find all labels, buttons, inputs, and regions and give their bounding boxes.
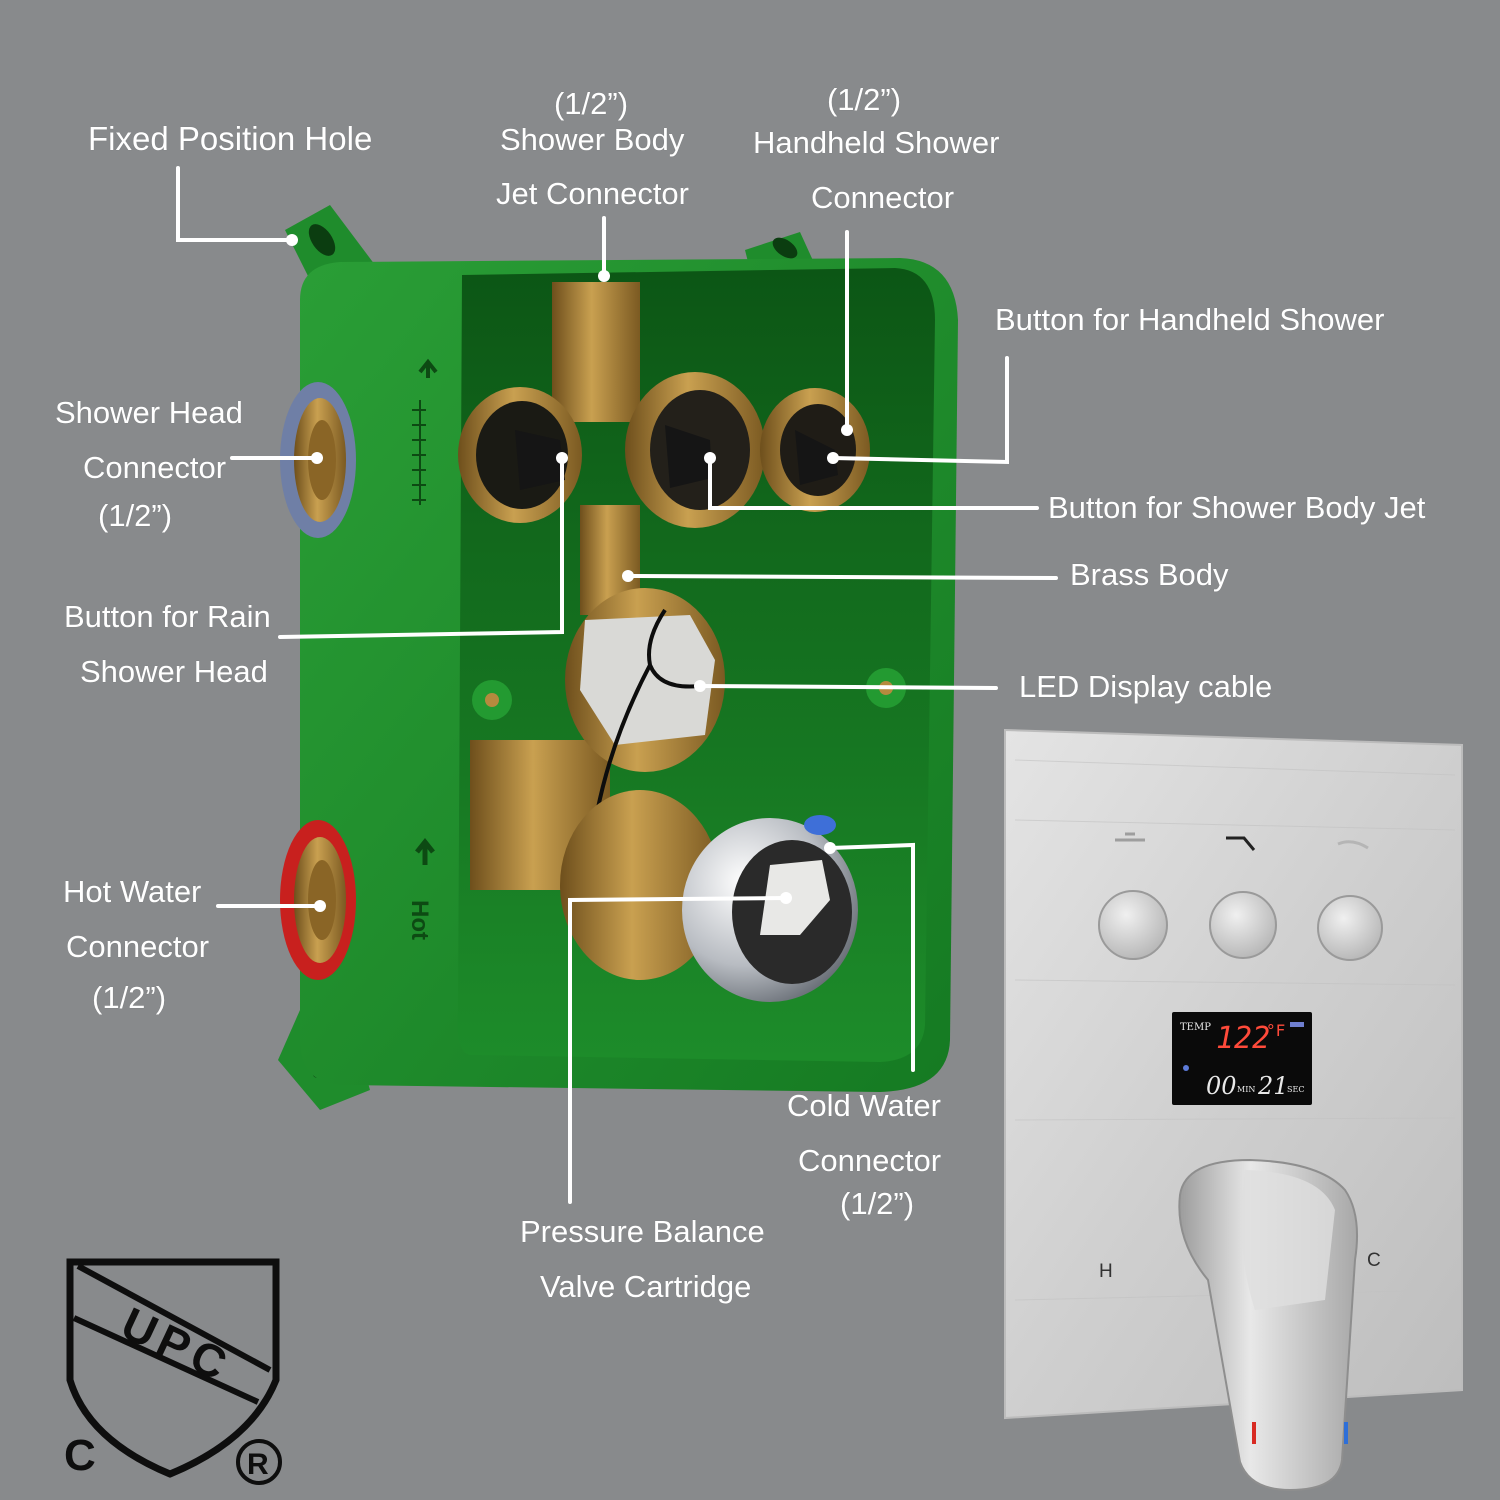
label-fixed-position-hole: Fixed Position Hole <box>88 120 373 157</box>
handheld-shower-icon <box>1337 840 1369 850</box>
pressure-balance-cartridge <box>560 790 858 1002</box>
label-button-rain-line2: Shower Head <box>80 654 268 689</box>
label-pressure-balance-line1: Pressure Balance <box>520 1214 765 1249</box>
label-cold-water-line2: Connector <box>798 1143 942 1178</box>
leader-cold-water <box>828 842 915 1072</box>
hot-mark: H <box>1099 1261 1113 1282</box>
leader-brass-body <box>626 574 1058 580</box>
arrow-up-icon <box>418 358 438 378</box>
label-brass-body: Brass Body <box>1070 557 1229 592</box>
stem-handheld <box>795 430 838 485</box>
label-pressure-balance-line2: Valve Cartridge <box>540 1269 752 1304</box>
label-shower-head-size: (1/2”) <box>98 498 173 533</box>
label-button-rain-line1: Button for Rain <box>64 599 271 634</box>
label-hot-water-size: (1/2”) <box>92 980 167 1015</box>
rain-shower-button[interactable] <box>1098 890 1168 960</box>
stem-body-jet <box>665 425 712 488</box>
registered-text: R <box>247 1448 269 1481</box>
label-hot-water-line2: Connector <box>66 929 210 964</box>
leader-pressure-balance <box>568 896 788 1204</box>
leader-dots <box>286 234 853 912</box>
leader-lines <box>176 166 1058 1204</box>
led-cable-housing <box>565 588 725 889</box>
water-drop-icon <box>1183 1065 1189 1071</box>
display-seconds: 21 <box>1257 1072 1289 1100</box>
registered-circle <box>236 1439 282 1485</box>
label-handheld-line2: Connector <box>811 180 955 215</box>
label-shower-body-jet-line2: Jet Connector <box>496 176 689 211</box>
label-cold-water-line1: Cold Water <box>787 1088 941 1123</box>
leader-fixed-hole <box>176 166 294 242</box>
trim-panel: TEMP 122 °F 00 MIN 21 SEC H C <box>1004 728 1463 1492</box>
label-button-handheld: Button for Handheld Shower <box>995 302 1385 337</box>
upc-c-text: C <box>64 1431 96 1480</box>
label-handheld-size: (1/2”) <box>826 82 902 117</box>
upc-text: UPC <box>114 1297 240 1393</box>
cold-mark: C <box>1367 1250 1381 1271</box>
rain-shower-icon <box>1115 832 1145 842</box>
label-led-cable: LED Display cable <box>1019 669 1273 704</box>
label-button-body-jet: Button for Shower Body Jet <box>1048 490 1426 525</box>
hot-arrow-icon <box>415 837 435 865</box>
box-scale <box>412 400 426 505</box>
display-min-label: MIN <box>1237 1085 1255 1094</box>
hot-water-connector-port <box>280 820 356 980</box>
display-minutes: 00 <box>1206 1072 1237 1100</box>
display-temp-label: TEMP <box>1180 1022 1211 1033</box>
display-sec-label: SEC <box>1287 1085 1304 1094</box>
label-cold-water-size: (1/2”) <box>840 1186 915 1221</box>
brass-valve-body <box>458 282 870 1002</box>
leader-button-body-jet <box>708 456 1039 510</box>
leader-led-cable <box>698 684 998 690</box>
body-jet-button[interactable] <box>1209 891 1277 959</box>
box-hot-marking: Hot <box>406 900 433 940</box>
leader-button-rain <box>278 456 564 639</box>
body-jet-icon <box>1226 836 1256 851</box>
upc-certification-mark: UPC C R <box>64 1258 282 1485</box>
display-temp-unit: °F <box>1266 1021 1285 1040</box>
label-shower-body-jet-line1: Shower Body <box>500 122 685 157</box>
label-hot-water-line1: Hot Water <box>63 874 202 909</box>
display-temp-value: 122 <box>1216 1021 1270 1056</box>
cold-indicator <box>1344 1422 1348 1444</box>
label-handheld-line1: Handheld Shower <box>753 125 1000 160</box>
led-display: TEMP 122 °F 00 MIN 21 SEC <box>1172 1012 1312 1105</box>
lever-handle[interactable] <box>1178 1158 1358 1492</box>
label-shower-head-line1: Shower Head <box>55 395 243 430</box>
hot-indicator <box>1252 1422 1256 1444</box>
label-shower-body-jet-size: (1/2”) <box>553 86 629 121</box>
leader-button-handheld <box>831 356 1009 465</box>
stem-rain <box>515 430 565 490</box>
label-shower-head-line2: Connector <box>83 450 227 485</box>
handheld-shower-button[interactable] <box>1317 895 1383 961</box>
